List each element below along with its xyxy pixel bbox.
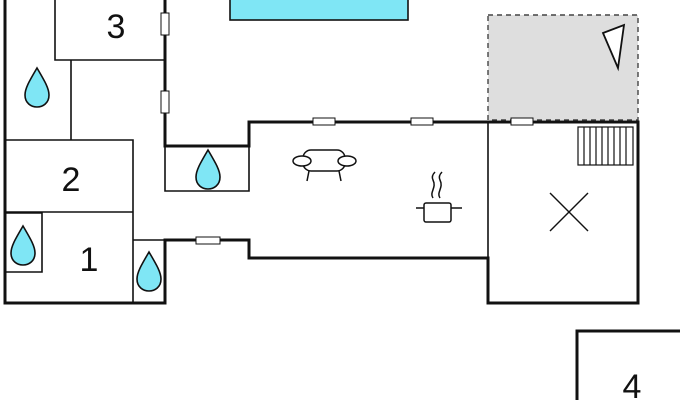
water-drop-icon [10,224,36,266]
room-label-1: 1 [80,241,99,279]
windows [160,12,534,245]
water-drop-icon [24,66,50,108]
staircase-icon [577,126,634,166]
cross-mark-icon [549,192,589,232]
detached-room-walls [575,329,680,400]
room-label-4: 4 [623,368,642,400]
terrace-marker-icon [601,23,626,72]
room-label-2: 2 [62,161,81,199]
inner-walls [5,0,489,303]
cooking-pot-icon [416,171,462,223]
bathroom-icons [10,66,221,292]
room-label-3: 3 [107,8,126,46]
outer-walls [3,0,640,305]
sofa-icon [292,149,357,182]
water-drop-icon [195,148,221,190]
pool [229,0,409,21]
water-drop-icon [136,250,162,292]
